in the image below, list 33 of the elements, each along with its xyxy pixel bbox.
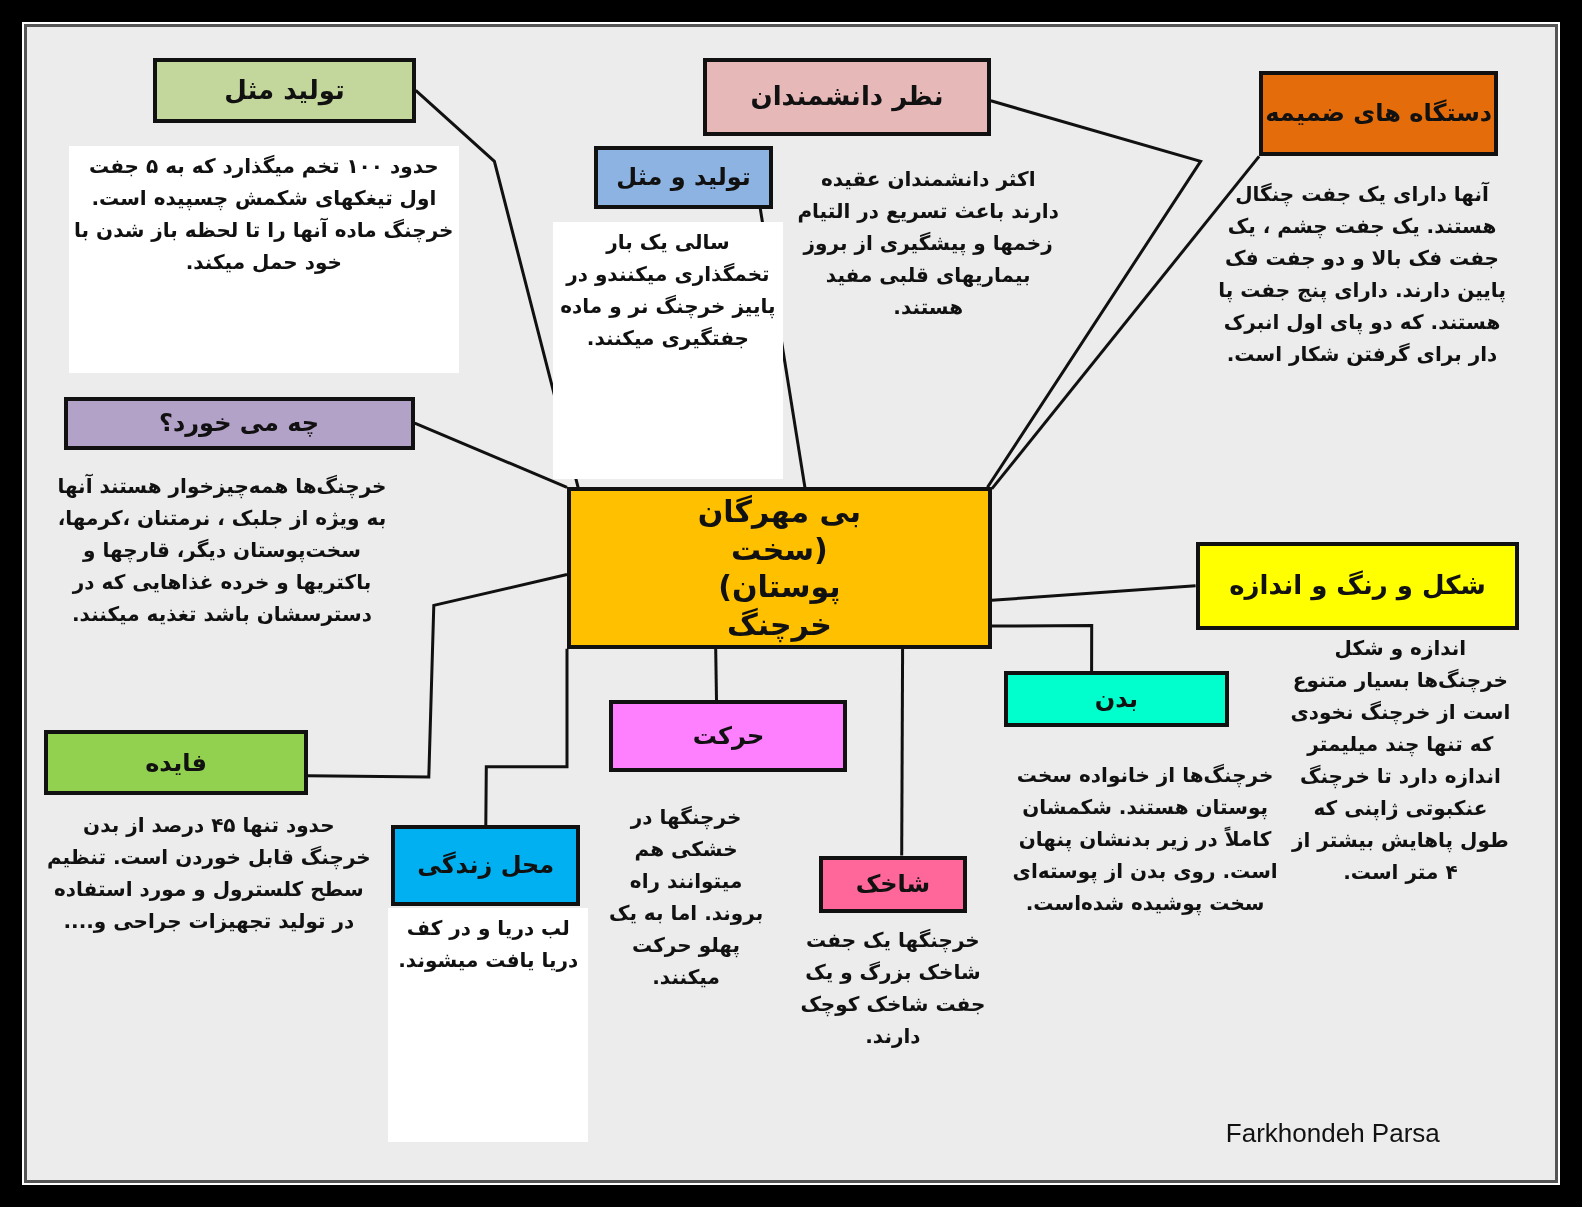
connector-line [484, 648, 569, 826]
topic-box: تولید مثل [153, 57, 416, 124]
connector-line [900, 648, 905, 856]
connector-line [990, 155, 1261, 490]
connector-line [414, 421, 568, 489]
note-text: خرچنگ‌ها همه‌چیزخوار هستند آنها به ویژه از جلبک ، نرمتنان ،کرمها، سخت‌پوستان دیگر، قارچها و باکتریها و خرده غذاهایی که در دسترسشان باشد تغذیه میکنند. [56, 473, 388, 629]
topic-box: شاخک [819, 855, 967, 914]
topic-box: محل زندگی [391, 825, 581, 906]
central-topic-box: بی مهرگان (سخت پوستان) خرچنگ [567, 487, 992, 649]
note-text: اکثر دانشمندان عقیده دارند باعث تسریع در التیام زخمها و پیشگیری از بروز بیماریهای قلبی مفید هستند. [796, 166, 1060, 322]
note-text: سالی یک بار تخمگذاری میکنندو در پاییز خرچنگ نر و ماده جفتگیری میکنند. [552, 221, 783, 480]
topic-box: شکل و رنگ و اندازه [1195, 541, 1520, 630]
connector-line [714, 648, 718, 701]
note-text: اندازه و شکل خرچنگ‌ها بسیار متنوع است از خرچنگ نخودی که تنها چند میلیمتر اندازه دارد تا خرچنگ عنکبوتی ژاپنی که طول پاهایش بیشتر از ۴ متر است. [1289, 634, 1512, 886]
note-text: حدود تنها ۴۵ درصد از بدن خرچنگ قابل خوردن است. تنظیم سطح کلسترول و مورد استفاده در تولید تجهیزات جراحی و.... [45, 812, 372, 936]
note-text: آنها دارای یک جفت چنگال هستند. یک جفت چشم ، یک جفت فک بالا و دو جفت فک پایین دارند. دارای پنج جفت پا هستند. که دو پای اول انبرک دار برای گرفتن شکار است. [1217, 180, 1507, 368]
note-text: خرچنگها یک جفت شاخک بزرگ و یک جفت شاخک کوچک دارند. [799, 927, 987, 1051]
note-text: لب دریا و در کف دریا یافت میشوند. [388, 908, 589, 1143]
connector-line [991, 624, 1094, 671]
connector-line [986, 99, 1203, 489]
connector-line [991, 584, 1196, 602]
note-text: حدود ۱۰۰ تخم میگذارد که به ۵ جفت اول تیغکهای شکمش چسپیده است. خرچنگ ماده آنها را تا لحظه باز شدن با خود حمل میکند. [68, 146, 460, 374]
note-text: خرچنگ‌ها از خانواده سخت پوستان هستند. شکمشان کاملاً در زیر بدنشان پنهان است. روی بدن از پوسته‌ای سخت پوشیده شده‌است. [1011, 761, 1279, 918]
topic-box: حرکت [609, 700, 848, 772]
topic-box: تولید و مثل [594, 146, 773, 209]
connector-line [307, 573, 568, 779]
author-credit: Farkhondeh Parsa [1225, 1117, 1440, 1149]
topic-box: فایده [44, 730, 308, 795]
topic-box: دستگاه های ضمیمه [1259, 70, 1499, 157]
topic-box: نظر دانشمندان [703, 57, 991, 137]
topic-box: چه می خورد؟ [63, 396, 415, 450]
topic-box: بدن [1003, 670, 1229, 728]
note-text: خرچنگها در خشکی هم میتوانند راه بروند. اما به یک پهلو حرکت میکنند. [607, 804, 765, 992]
